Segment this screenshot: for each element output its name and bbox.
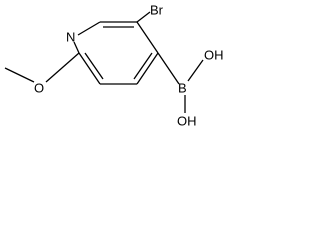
bond-c3-c4: [136, 21, 159, 54]
oxygen-atom-label: O: [34, 81, 44, 96]
bond-c4-c5-outer: [136, 52, 159, 85]
bond-c6-c1-inner: [84, 52, 104, 80]
bond-c3-br: [136, 11, 151, 23]
bond-c1-n: [73, 41, 80, 54]
bond-o-methyl: [4, 67, 35, 83]
bromine-atom-label: Br: [150, 3, 164, 18]
hydroxyl-bottom-label: OH: [177, 114, 197, 129]
bond-n-c2: [77, 21, 101, 36]
boron-atom-label: B: [178, 81, 187, 96]
bond-c4-c5-inner: [133, 52, 153, 80]
bond-c4-b: [157, 52, 180, 85]
bond-c1-o: [45, 52, 80, 83]
bond-b-oh-top: [187, 59, 204, 82]
chemical-structure: N Br O B OH OH: [4, 3, 224, 129]
nitrogen-atom-label: N: [66, 30, 75, 45]
bond-c6-c1-outer: [78, 52, 101, 85]
hydroxyl-top-label: OH: [204, 48, 224, 63]
